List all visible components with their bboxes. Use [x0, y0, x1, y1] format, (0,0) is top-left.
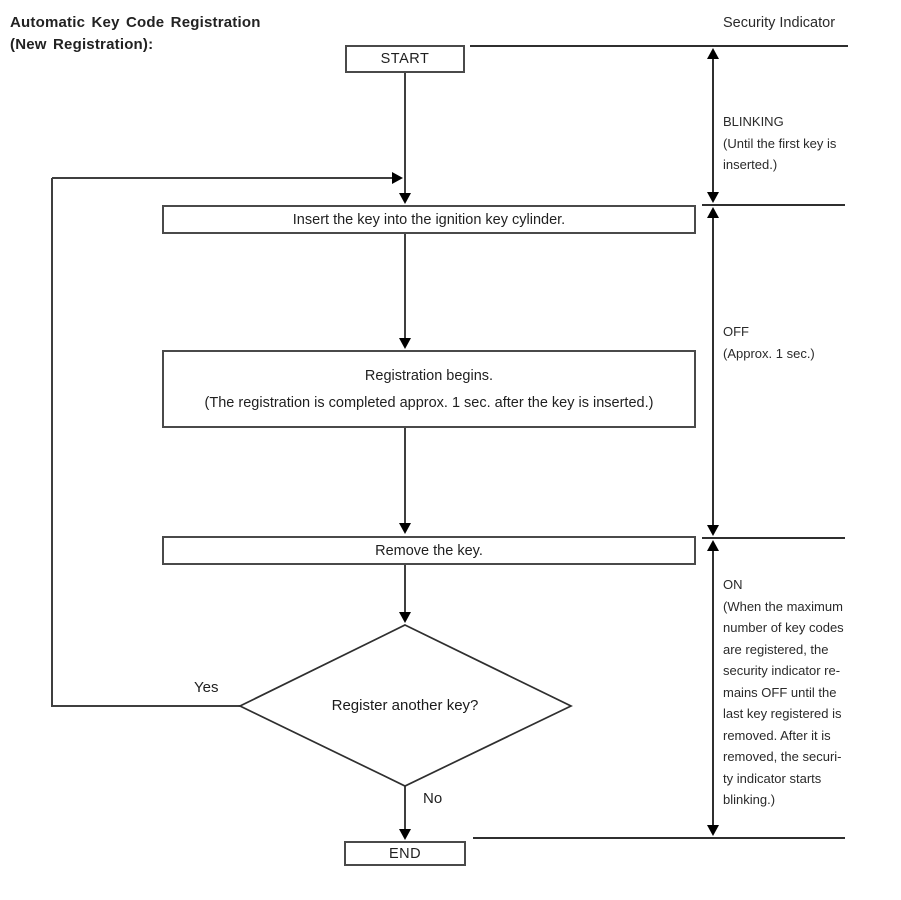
loop-yes-return — [51, 178, 240, 707]
flow-arrowheads — [392, 172, 411, 840]
arrowhead-down-icon — [707, 825, 719, 836]
arrowhead-right-icon — [392, 172, 403, 184]
security-indicator-heading: Security Indicator — [723, 15, 836, 31]
step-registration-node: Registration begins. (The registration i… — [162, 350, 696, 428]
arrowhead-down-icon — [399, 523, 411, 534]
decision-diamond — [238, 624, 573, 787]
arrowhead-up-icon — [707, 48, 719, 59]
arrowhead-down-icon — [399, 829, 411, 840]
no-branch-label: No — [423, 790, 443, 807]
step-remove-key-node: Remove the key. — [162, 536, 696, 565]
indicator-state-blinking: BLINKING (Until the first key is inserte… — [723, 114, 837, 172]
decision-label: Register another key? — [331, 697, 479, 714]
arrowhead-down-icon — [399, 612, 411, 623]
indicator-state-off: OFF (Approx. 1 sec.) — [723, 324, 815, 361]
arrowhead-down-icon — [707, 525, 719, 536]
end-node: END — [344, 841, 466, 866]
arrowhead-up-icon — [707, 207, 719, 218]
page-title-line1: Automatic Key Code Registration — [10, 14, 261, 31]
arrowhead-down-icon — [399, 193, 411, 204]
indicator-arrowheads — [707, 48, 719, 836]
step-insert-key-node: Insert the key into the ignition key cyl… — [162, 205, 696, 234]
arrowhead-down-icon — [707, 192, 719, 203]
step-registration-line2: (The registration is completed approx. 1… — [204, 394, 654, 411]
indicator-timeline — [470, 45, 848, 839]
indicator-state-on: ON (When the maximum number of key codes… — [723, 577, 844, 807]
page-title-line2: (New Registration): — [10, 36, 154, 53]
arrowhead-up-icon — [707, 540, 719, 551]
step-registration-line1: Registration begins. — [364, 367, 494, 384]
start-node: START — [345, 45, 465, 73]
yes-branch-label: Yes — [194, 679, 219, 696]
flow-connectors — [51, 73, 406, 831]
arrowhead-down-icon — [399, 338, 411, 349]
page-title: Automatic Key Code Registration (New Reg… — [10, 12, 261, 56]
